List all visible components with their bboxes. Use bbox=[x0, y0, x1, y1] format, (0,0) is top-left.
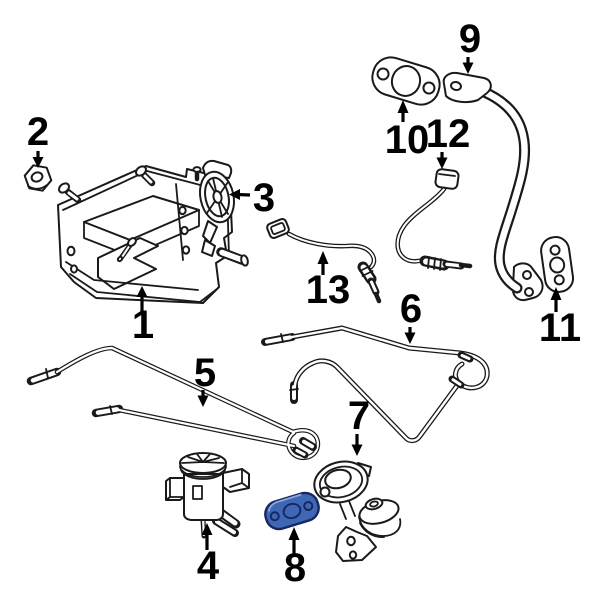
arrowhead-icon bbox=[436, 157, 448, 169]
callout-label-2[interactable]: 2 bbox=[27, 110, 49, 154]
callout-13: 13 bbox=[306, 251, 351, 312]
arrowhead-icon bbox=[136, 286, 148, 297]
arrowhead-icon bbox=[317, 251, 329, 264]
arrowhead-icon bbox=[550, 287, 562, 300]
inner-bolt bbox=[116, 237, 137, 263]
callout-label-5[interactable]: 5 bbox=[194, 351, 216, 395]
callout-12: 12 bbox=[426, 112, 471, 169]
part-4-solenoid-valve[interactable] bbox=[165, 452, 250, 539]
callout-label-12[interactable]: 12 bbox=[426, 112, 471, 156]
part-3-round-valve[interactable] bbox=[196, 159, 239, 257]
callout-label-4[interactable]: 4 bbox=[197, 544, 220, 588]
callout-9: 9 bbox=[459, 17, 481, 74]
callout-label-3[interactable]: 3 bbox=[253, 176, 275, 220]
part-7-egr-valve[interactable] bbox=[310, 456, 402, 562]
callout-label-1[interactable]: 1 bbox=[132, 303, 154, 347]
part-11-flange-gasket[interactable] bbox=[539, 235, 575, 293]
part-9-egr-tube[interactable] bbox=[442, 71, 544, 302]
callout-label-11[interactable]: 11 bbox=[539, 306, 581, 350]
arrowhead-icon bbox=[288, 527, 300, 540]
callout-1: 1 bbox=[132, 286, 154, 347]
callout-5: 5 bbox=[194, 351, 216, 407]
callout-label-8[interactable]: 8 bbox=[284, 546, 306, 590]
callout-2: 2 bbox=[27, 110, 49, 168]
callout-label-6[interactable]: 6 bbox=[400, 287, 422, 331]
arrowhead-icon bbox=[351, 444, 363, 456]
part-2-hex-nut[interactable] bbox=[23, 164, 53, 192]
part-1-bracket-assembly[interactable] bbox=[57, 164, 249, 304]
callout-4: 4 bbox=[197, 523, 220, 588]
part-5-vacuum-tube[interactable] bbox=[26, 345, 321, 461]
small-bolt bbox=[192, 166, 202, 182]
part-6-vacuum-tube[interactable] bbox=[261, 325, 490, 444]
arrowhead-icon bbox=[462, 62, 474, 74]
callout-3: 3 bbox=[229, 176, 275, 220]
callout-10: 10 bbox=[385, 100, 430, 162]
callout-label-7[interactable]: 7 bbox=[348, 394, 370, 438]
callout-label-13[interactable]: 13 bbox=[306, 268, 351, 312]
stud-fitting bbox=[58, 182, 82, 204]
callout-label-9[interactable]: 9 bbox=[459, 17, 481, 61]
callout-8: 8 bbox=[284, 527, 306, 590]
arrowhead-icon bbox=[201, 523, 213, 535]
part-13-oxygen-sensor[interactable] bbox=[266, 218, 382, 304]
arrowhead-icon bbox=[197, 395, 209, 407]
stud-fitting bbox=[135, 165, 156, 187]
arrowhead-icon bbox=[404, 332, 416, 344]
arrowhead-icon bbox=[32, 157, 44, 168]
part-8-gasket-highlighted[interactable] bbox=[262, 490, 322, 533]
part-12-oxygen-sensor[interactable] bbox=[395, 168, 473, 271]
arrowhead-icon bbox=[229, 189, 240, 200]
callout-6: 6 bbox=[400, 287, 422, 344]
pipe-nipple bbox=[216, 247, 249, 267]
part-10-flange-gasket[interactable] bbox=[368, 53, 444, 109]
callout-label-10[interactable]: 10 bbox=[385, 118, 430, 162]
callout-7: 7 bbox=[348, 394, 370, 456]
callout-11: 11 bbox=[539, 287, 581, 350]
arrowhead-icon bbox=[397, 100, 409, 113]
